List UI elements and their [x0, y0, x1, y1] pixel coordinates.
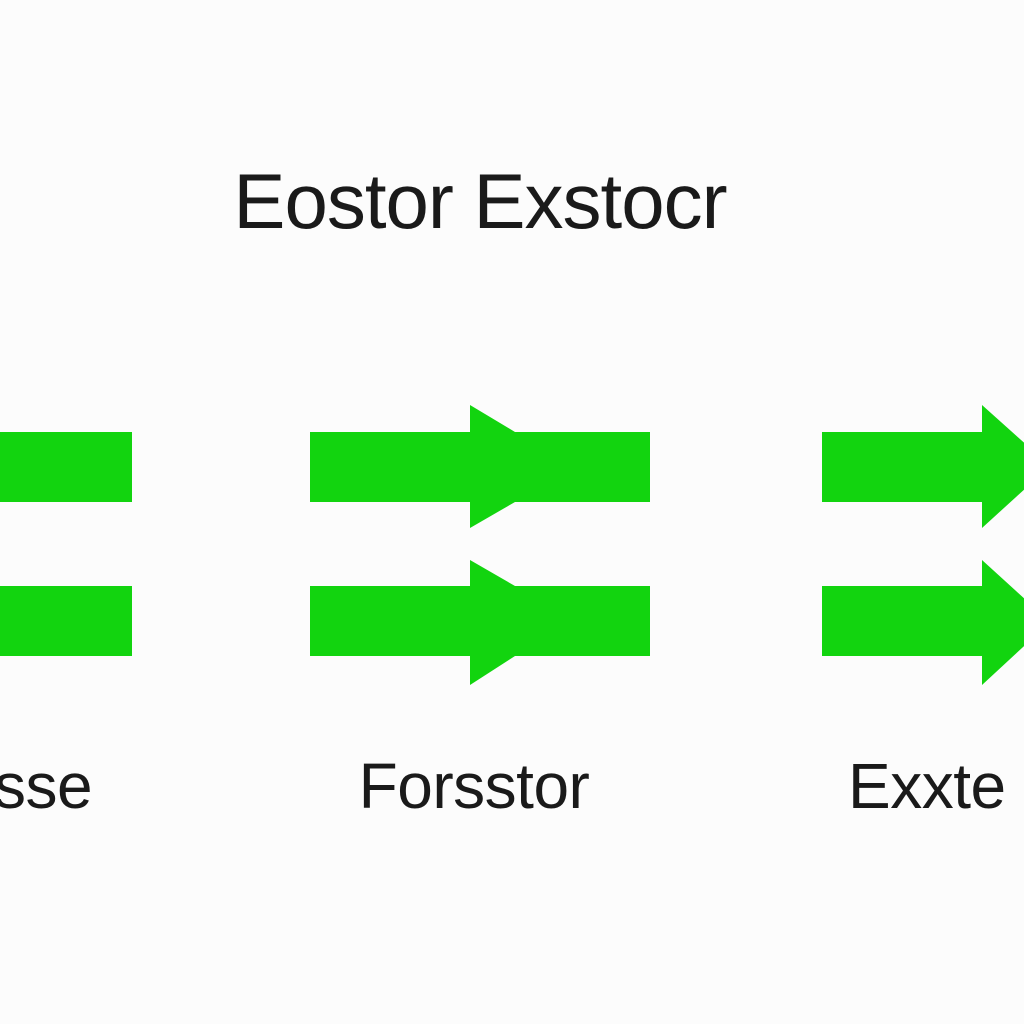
right-arrow-top-icon — [822, 405, 1024, 528]
middle-arrow-bottom-icon — [310, 560, 650, 685]
diagram-title: Eostor Exstocr — [233, 157, 726, 245]
left-column — [0, 432, 132, 656]
middle-column — [310, 405, 650, 685]
left-bar-top — [0, 432, 132, 502]
caption-left: sse — [0, 750, 92, 822]
left-bar-bottom — [0, 586, 132, 656]
right-column — [822, 405, 1024, 685]
caption-right: Exxte — [848, 750, 1006, 822]
right-arrow-bottom-icon — [822, 560, 1024, 685]
middle-arrow-top-icon — [310, 405, 650, 528]
caption-middle: Forsstor — [359, 750, 590, 822]
